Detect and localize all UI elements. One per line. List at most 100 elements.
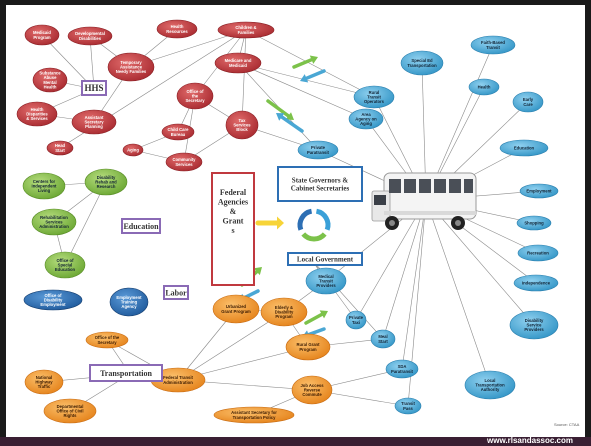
node-recreation: Recreation [517,244,559,262]
box-transportation: Transportation [89,364,163,382]
connector-line [382,199,427,340]
box-label: Transportation [100,369,152,378]
node-health: Health [468,78,500,96]
node-label: Education [514,146,535,151]
arrow-head [253,267,262,276]
node-label: Children &Families [235,25,256,35]
box-label: HHS [84,83,103,93]
box-state: State Governors &Cabinet Secretaries [277,166,363,202]
node-shopping: Shopping [516,215,552,231]
box-label: Local Government [297,255,354,263]
node-label: Employment [526,189,552,194]
arrow-shaft [266,99,291,118]
node-label: Shopping [524,221,544,226]
connector-line [241,29,247,126]
cycle-icon [297,208,331,242]
connector-line [401,199,427,370]
node-aging: Aging [122,143,144,157]
box-local: Local Government [287,252,363,266]
arrow-shaft [280,115,304,133]
arrow-shaft [304,312,324,325]
cycle-arc [297,208,313,231]
node-label: Recreation [527,251,549,256]
box-label: State Governors &Cabinet Secretaries [291,177,350,193]
source-note: Source: CTAA [554,422,580,427]
arrow-head [309,55,318,64]
connector-line [245,29,375,98]
cycle-arc [301,232,327,242]
connector-line [64,181,107,266]
arrow-head [277,216,284,230]
box-education: Education [121,218,161,234]
arrow-head [300,74,309,83]
node-independence: Independence [513,274,559,292]
arrow-head [319,310,328,319]
node-education-service: Education [499,139,549,157]
arrow-shaft [306,327,326,337]
arrow-head [276,113,285,121]
box-hhs: HHS [81,80,107,96]
node-label: Health [478,85,491,90]
arrow-head [285,112,294,120]
